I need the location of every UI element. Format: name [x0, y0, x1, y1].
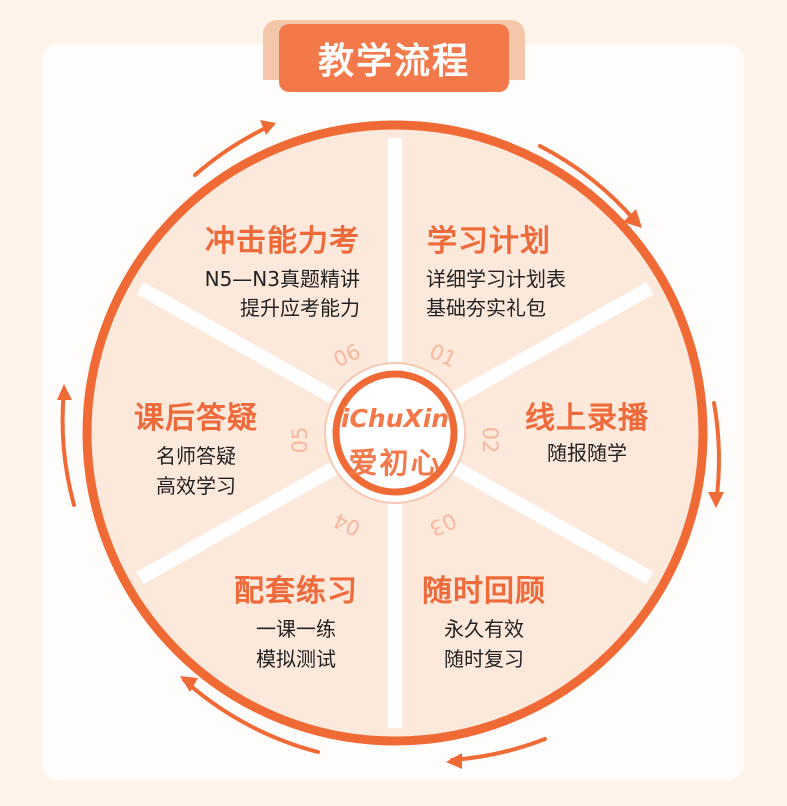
step-01-line-1: 详细学习计划表 [426, 267, 566, 291]
arrowhead-right [708, 492, 724, 508]
step-04-title: 配套练习 [234, 574, 358, 609]
step-01-title: 学习计划 [427, 224, 551, 259]
arrowhead-top-right [623, 209, 642, 228]
divider-upper-right [446, 281, 654, 408]
arc-left [60, 388, 76, 507]
arrowhead-top-left [260, 120, 276, 135]
step-03-title: 随时回顾 [422, 574, 546, 609]
step-06-line-2: 提升应考能力 [240, 296, 360, 320]
step-02-line-1: 随报随学 [547, 441, 627, 465]
arrowhead-bottom-right [446, 753, 462, 769]
step-03-line-2: 随时复习 [444, 647, 524, 671]
step-06-line-1: N5—N3真题精讲 [204, 267, 360, 291]
divider-upper-left [136, 281, 344, 408]
wheel-dividers [136, 138, 654, 728]
step-number-05: 05 [288, 427, 312, 454]
hub-center [332, 370, 458, 496]
arrowhead-bottom-left [180, 676, 198, 692]
divider-lower-left [136, 458, 344, 585]
step-number-02: 02 [478, 427, 502, 454]
step-02-title: 线上录播 [525, 401, 649, 436]
step-05-line-1: 名师答疑 [156, 444, 236, 468]
logo-text-en: iChuXin [340, 404, 450, 433]
divider-lower-right [446, 458, 654, 585]
step-04-line-1: 一课一练 [256, 617, 336, 641]
arc-bottom-left [182, 678, 320, 754]
page-title: 教学流程 [279, 24, 509, 92]
arc-bottom-right [450, 737, 547, 762]
arrowhead-left [57, 384, 72, 400]
step-06-title: 冲击能力考 [205, 224, 360, 259]
arc-top-right [538, 144, 639, 225]
logo-text-cn: 爱初心 [348, 446, 442, 480]
step-03-line-1: 永久有效 [444, 617, 524, 641]
step-05-line-2: 高效学习 [156, 474, 236, 498]
step-04-line-2: 模拟测试 [256, 647, 336, 671]
step-01-line-2: 基础夯实礼包 [426, 296, 546, 320]
arc-right [712, 401, 721, 505]
arrow-heads [57, 120, 724, 769]
step-05-title: 课后答疑 [134, 401, 258, 436]
